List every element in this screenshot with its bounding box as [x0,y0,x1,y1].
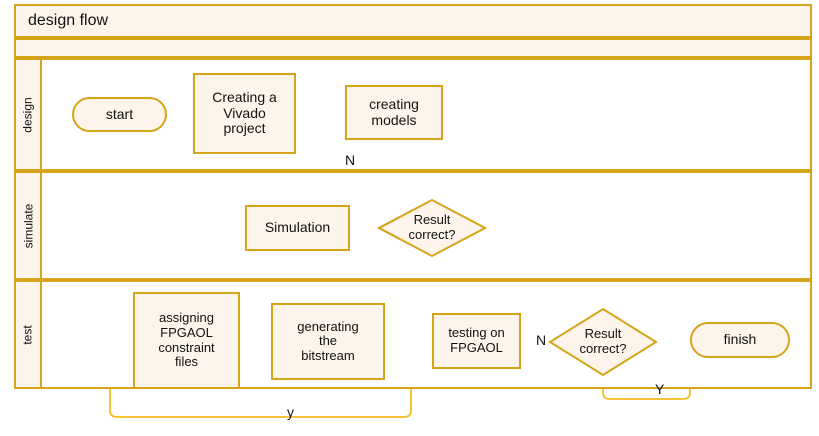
node-decision-test-label-box: Result correct? [548,307,658,377]
edge-label-n-design-text: N [345,152,356,168]
lane-label-design: design [21,96,35,133]
decision-simulate-line1: Result [413,212,451,228]
node-decision-test-result[interactable]: Result correct? [548,307,658,377]
lane-header-design: design [14,58,42,171]
decision-test-line1: Result [584,326,622,342]
node-creating-models[interactable]: creating models [345,85,443,140]
decision-shape-test [548,307,658,377]
pool-title: design flow [14,4,812,38]
edge-label-n-test: N [536,332,546,348]
node-assigning-constraint-files[interactable]: assigning FPGAOL constraint files [133,292,240,389]
edge-label-y-finish-text: Y [655,381,665,397]
lane-header-simulate: simulate [14,171,42,280]
edge-label-y-test-loop-text: y [287,404,294,420]
node-decision-simulate-result[interactable]: Result correct? [376,198,488,258]
node-vivado-line2: Vivado [223,104,266,121]
node-constraint-line2: FPGAOL [160,324,213,340]
edge-dec2-y-to-finish [602,346,696,400]
node-generating-bitstream[interactable]: generating the bitstream [271,303,385,380]
node-testing-on-fpgaol[interactable]: testing on FPGAOL [432,313,521,369]
node-testing-line2: FPGAOL [450,340,503,355]
node-constraint-line4: files [174,354,199,370]
node-bitstream-line2: the [318,333,338,349]
edge-label-n-test-text: N [536,332,547,348]
decision-simulate-line2: correct? [408,227,456,242]
node-decision-simulate-label-box: Result correct? [377,198,487,258]
node-finish[interactable]: finish [690,322,790,358]
lane-label-test: test [21,324,35,345]
node-creating-vivado-project[interactable]: Creating a Vivado project [193,73,296,154]
node-finish-label: finish [723,331,757,348]
lane-label-simulate: simulate [21,203,35,248]
node-models-line1: creating [369,95,419,112]
pool-title-label: design flow [28,12,109,29]
pool-subheader-band [14,38,812,58]
node-models-line2: models [371,111,417,128]
node-simulation-label: Simulation [264,219,331,236]
edge-label-y-test-loop: y [287,404,294,420]
edge-label-n-design: N [345,152,355,168]
node-simulation[interactable]: Simulation [245,205,350,251]
node-vivado-line3: project [223,120,266,137]
node-vivado-line1: Creating a [212,88,277,105]
decision-test-line2: correct? [579,341,627,356]
edge-label-y-finish: Y [655,381,664,397]
node-bitstream-line3: bitstream [301,347,355,363]
decision-shape-simulate [376,198,488,258]
node-constraint-line3: constraint [158,339,215,355]
node-testing-line1: testing on [448,325,505,341]
node-start-label: start [105,105,134,122]
node-start[interactable]: start [72,97,167,132]
lane-header-test: test [14,280,42,389]
node-bitstream-line1: generating [297,318,359,334]
node-constraint-line1: assigning [159,310,214,326]
